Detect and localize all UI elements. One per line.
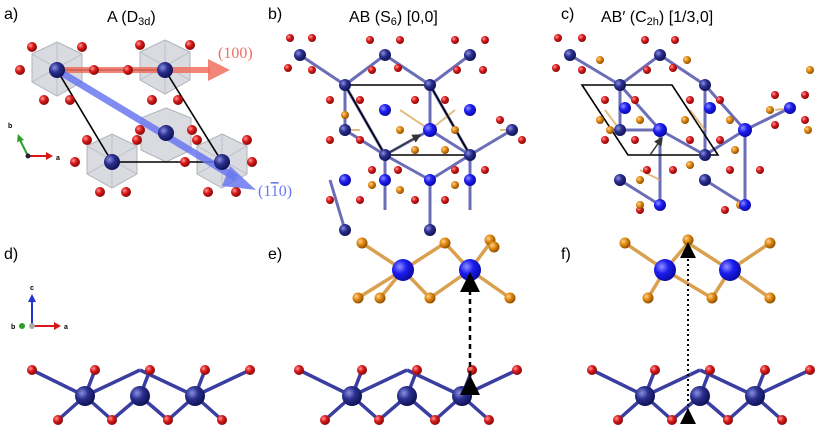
panel-c-structure xyxy=(552,34,814,214)
layer-side-e-top xyxy=(352,234,516,304)
label-1-10: (110) xyxy=(258,183,292,200)
layer-side-e-bottom xyxy=(294,365,522,425)
metal-atoms-a xyxy=(49,62,230,170)
panel-title-a: A (D3d) xyxy=(107,9,156,28)
axis-triad-cba: c b a xyxy=(11,285,68,331)
panel-label-e: e) xyxy=(268,246,282,263)
axis-label-c-bottom: c xyxy=(30,285,34,292)
panel-label-a: a) xyxy=(4,6,18,23)
panel-label-c: c) xyxy=(561,6,574,23)
panel-label-d: d) xyxy=(4,246,18,263)
layer-side-d xyxy=(27,365,255,425)
metal-atoms-c xyxy=(564,49,796,211)
arrow-1-10 xyxy=(55,67,256,190)
bonds-c xyxy=(569,53,791,207)
label-100: (100) xyxy=(218,45,253,62)
anion-atoms-b xyxy=(341,111,459,194)
axis-label-b-top: b xyxy=(8,123,12,130)
panel-label-f: f) xyxy=(561,246,571,263)
oxygen-atoms-b xyxy=(284,34,526,204)
axis-label-a-top: a xyxy=(56,155,60,162)
layer-side-f-bottom xyxy=(587,365,815,425)
layer-side-f-top xyxy=(619,234,776,304)
panel-a-structure xyxy=(15,39,257,197)
metal-atoms-b xyxy=(294,49,518,236)
arrow-100 xyxy=(57,59,230,81)
axis-label-a-bottom: a xyxy=(64,324,68,331)
panel-label-b: b) xyxy=(268,6,282,23)
axis-label-b-bottom: b xyxy=(11,324,15,331)
panel-b-structure xyxy=(284,34,526,236)
oxygen-atoms-a xyxy=(15,40,257,197)
oxygen-atoms-c xyxy=(552,34,809,214)
panel-title-b: AB (S6) [0,0] xyxy=(349,9,438,28)
axis-triad-ab: b a xyxy=(8,123,60,162)
panel-title-c: AB′ (C2h) [1/3,0] xyxy=(601,9,713,28)
